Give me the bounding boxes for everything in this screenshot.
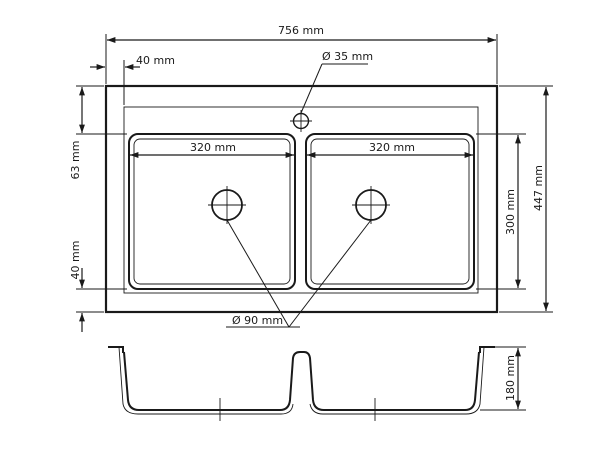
dim-overall-width: 756 mm [105, 24, 498, 84]
dim-bowl-right-width: 320 mm [307, 141, 473, 158]
label-bowl-right-width: 320 mm [369, 141, 415, 154]
dim-overall-depth: 447 mm [499, 85, 553, 313]
top-view [104, 84, 499, 314]
label-edge-offset: 40 mm [136, 54, 175, 67]
label-top-rim: 63 mm [69, 141, 82, 180]
label-overall-depth: 447 mm [532, 165, 545, 211]
tap-hole [290, 110, 312, 132]
label-drain-hole: Ø 90 mm [232, 314, 283, 327]
dim-drain-hole: Ø 90 mm [226, 219, 372, 328]
side-view [108, 346, 495, 421]
label-bottom-rim: 40 mm [69, 241, 82, 280]
bowl-left-profile [123, 351, 480, 411]
sink-outline [104, 84, 499, 314]
drain-right [352, 186, 390, 224]
label-tap-hole: Ø 35 mm [322, 50, 373, 63]
label-bowl-depth: 300 mm [504, 189, 517, 235]
deck-outline [123, 106, 479, 294]
dim-tap-hole: Ø 35 mm [300, 50, 373, 114]
dim-edge-offset: 40 mm [90, 54, 175, 105]
label-bowl-left-width: 320 mm [190, 141, 236, 154]
dim-bowl-left-width: 320 mm [130, 141, 294, 158]
label-overall-width: 756 mm [278, 24, 324, 37]
dim-bowl-height: 180 mm [480, 346, 526, 411]
label-bowl-height: 180 mm [504, 355, 517, 401]
bowl-left [128, 133, 296, 290]
dim-left-vertical: 63 mm 40 mm [69, 85, 127, 332]
drain-left [208, 186, 246, 224]
dim-bowl-depth: 300 mm [476, 133, 526, 290]
bowl-right [305, 133, 475, 290]
